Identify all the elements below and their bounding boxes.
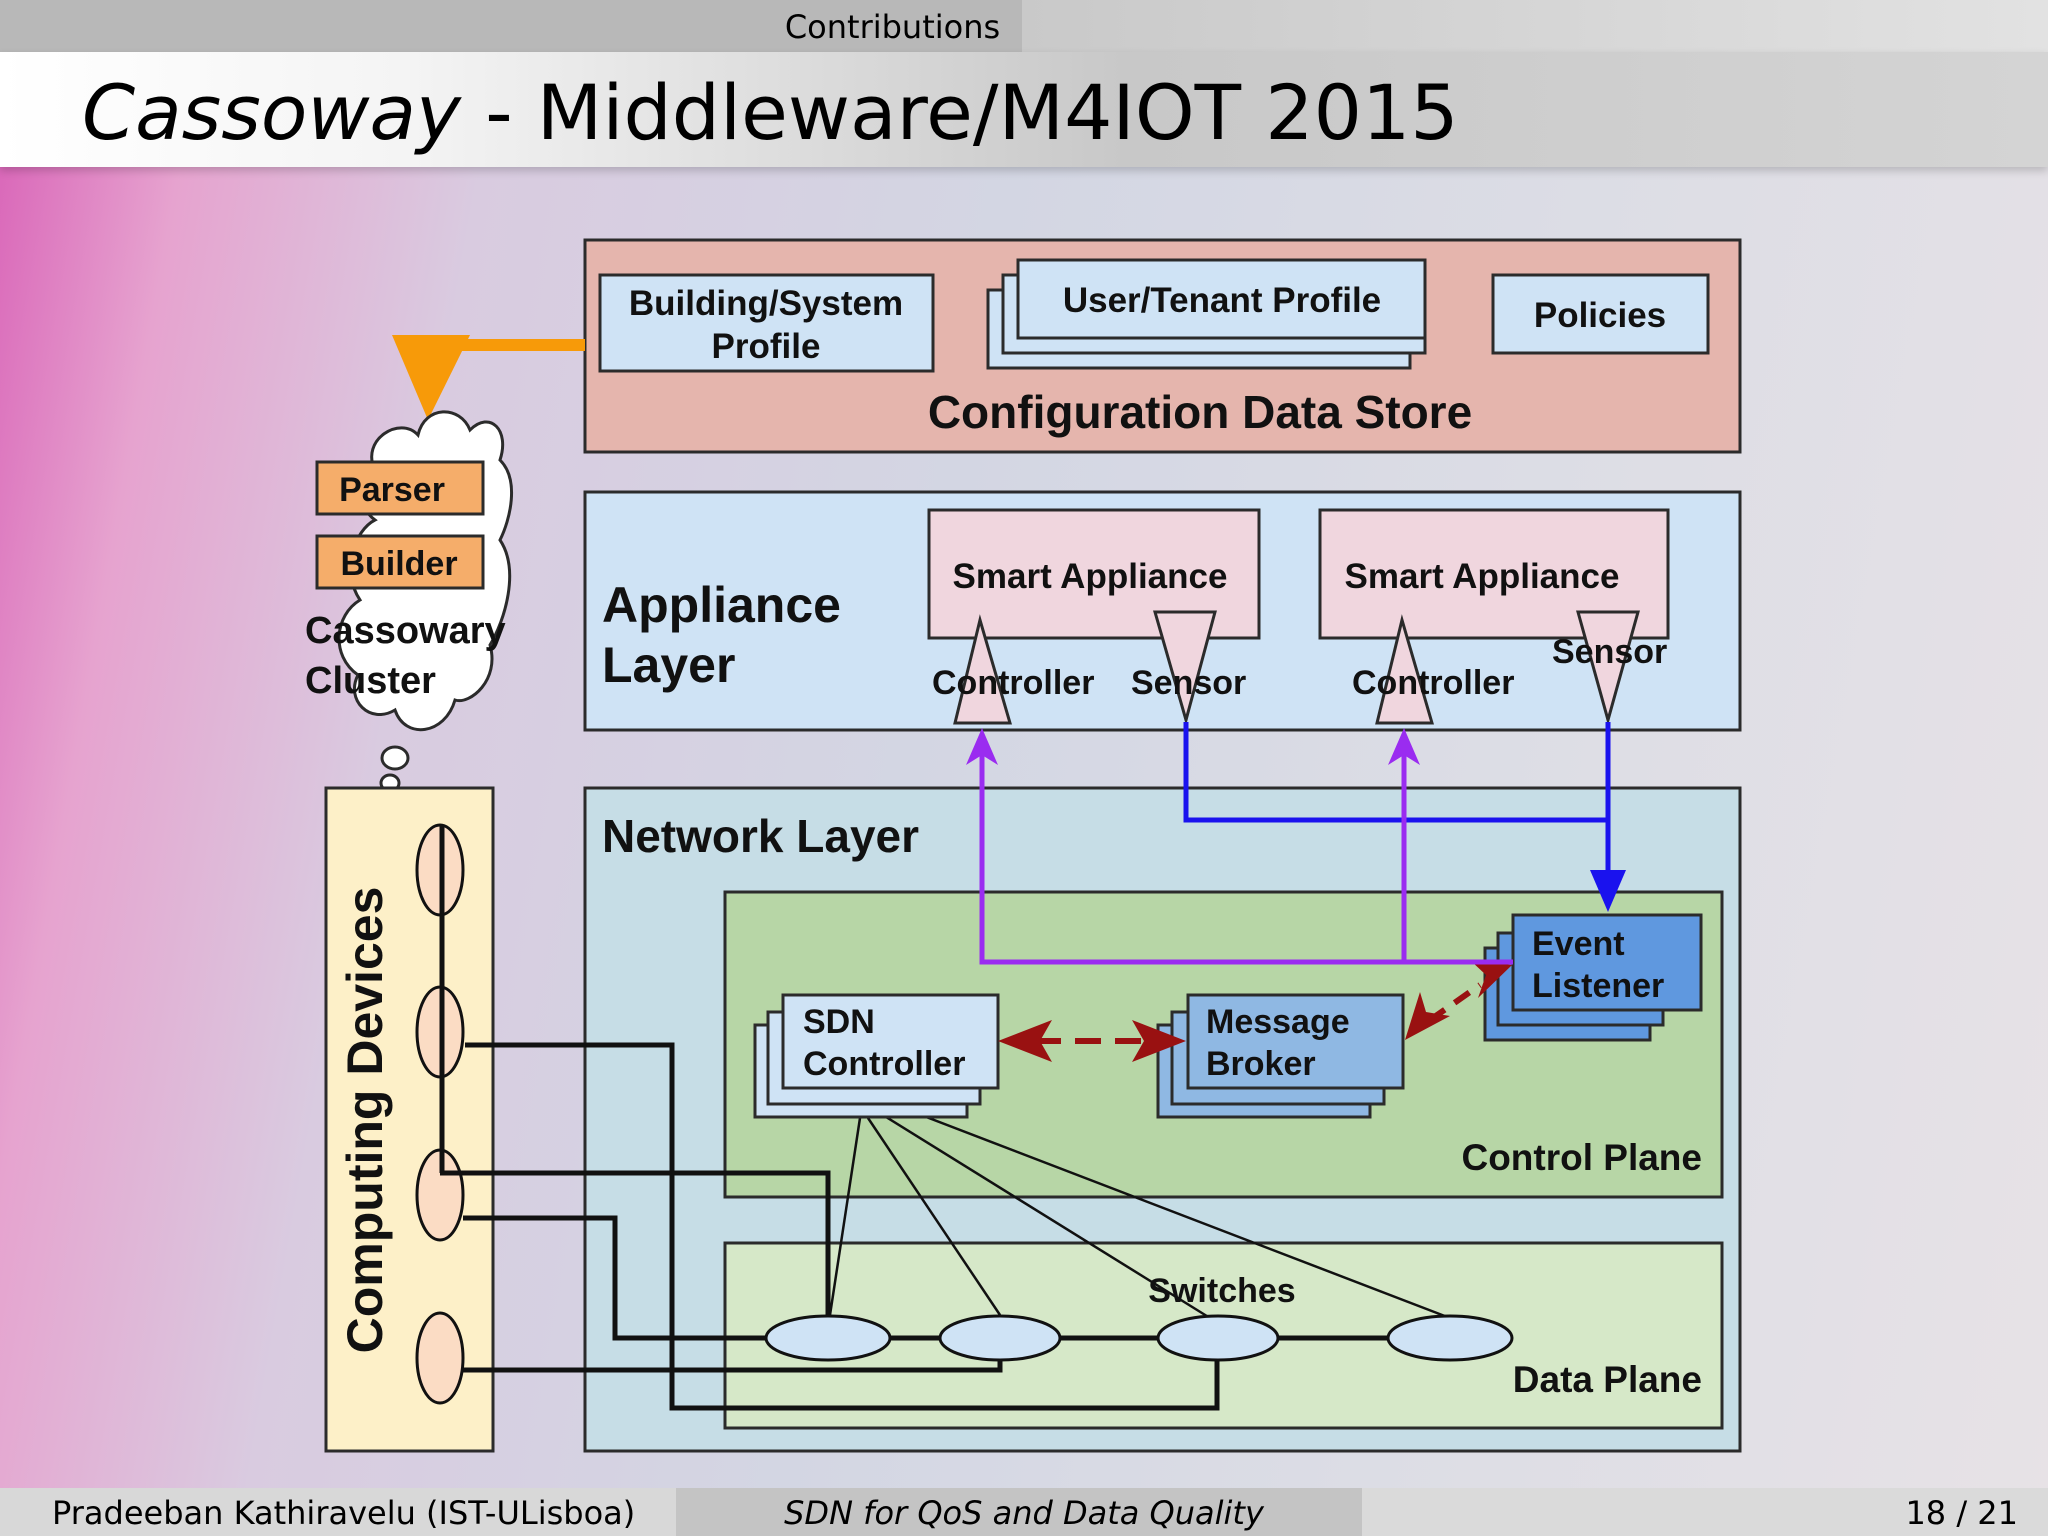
appliance-layer-label-1: Appliance (602, 577, 841, 633)
broker-controller-arrow (998, 1020, 1186, 1062)
slide-title-rest: - Middleware/M4IOT 2015 (461, 68, 1459, 157)
sdn-controller-label-1: SDN (803, 1003, 875, 1041)
broker-listener-arrow (1405, 960, 1512, 1040)
listener-controller-arrows (979, 745, 1513, 965)
switch-3 (1156, 1314, 1280, 1362)
network-layer: Network Layer Control Plane Data Plane (583, 786, 1742, 1453)
header-section-segment (0, 0, 1022, 52)
device-wires (439, 825, 1390, 1411)
controller-switch-links (828, 1103, 1451, 1320)
event-listener-label-1: Event (1532, 925, 1625, 963)
header-bar: Contributions (0, 0, 2048, 52)
switches: Switches (764, 1272, 1514, 1362)
parser-label: Parser (339, 471, 445, 509)
appliance-layer-label-2: Layer (602, 637, 735, 693)
footer-page-number: 18 / 21 (1905, 1494, 2018, 1532)
policies-label: Policies (1534, 296, 1666, 335)
control-plane-label: Control Plane (1461, 1137, 1702, 1178)
message-broker-label-1: Message (1206, 1003, 1350, 1041)
sensor-2-triangle (1576, 610, 1640, 726)
data-plane-label: Data Plane (1513, 1359, 1702, 1400)
switches-label: Switches (1148, 1272, 1295, 1310)
message-broker-label-2: Broker (1206, 1045, 1316, 1083)
smart-appliance-1-title: Smart Appliance (953, 557, 1228, 596)
policies-box (1491, 273, 1710, 355)
sensor-2-label: Sensor (1552, 633, 1667, 671)
config-store-label: Configuration Data Store (928, 386, 1472, 438)
computing-devices: Computing Devices (324, 786, 495, 1453)
builder-box (315, 534, 485, 590)
sensor-1-triangle (1153, 610, 1217, 726)
footer-bar: Pradeeban Kathiravelu (IST-ULisboa) SDN … (0, 1488, 2048, 1536)
smart-appliance-2-title: Smart Appliance (1345, 557, 1620, 596)
slide-title-italic: Cassoway (82, 68, 462, 157)
sdn-controller: SDN Controller (753, 993, 1000, 1119)
controller-2-triangle (1375, 614, 1434, 725)
orange-arrow-head (392, 335, 470, 420)
message-broker: Message Broker (1156, 993, 1405, 1119)
controller-1-label: Controller (932, 664, 1094, 702)
purple-arrow-head-1 (966, 728, 998, 765)
blue-arrow-head (1590, 870, 1626, 912)
slide-title: Cassoway - Middleware/M4IOT 2015 (82, 68, 1459, 157)
computing-devices-label: Computing Devices (337, 887, 393, 1354)
sdn-controller-label-2: Controller (803, 1045, 965, 1083)
building-profile-box (598, 273, 935, 373)
event-listener: Event Listener (1483, 913, 1703, 1042)
appliance-layer: Appliance Layer Smart Appliance Controll… (583, 490, 1742, 732)
sensor-listener-arrows (1183, 722, 1611, 880)
building-profile-label-2: Profile (712, 327, 821, 366)
network-layer-label: Network Layer (602, 810, 919, 862)
footer-author: Pradeeban Kathiravelu (IST-ULisboa) (52, 1494, 636, 1532)
switch-4 (1386, 1314, 1514, 1362)
user-profile-stack (986, 258, 1427, 370)
footer-talk-title: SDN for QoS and Data Quality (784, 1494, 1264, 1532)
controller-1-triangle (953, 614, 1012, 725)
sensor-1-label: Sensor (1131, 664, 1246, 702)
parser-box (315, 460, 485, 516)
configuration-data-store: Building/System Profile User/Tenant Prof… (583, 238, 1742, 454)
title-bar: Cassoway - Middleware/M4IOT 2015 (0, 52, 2048, 167)
switch-2 (938, 1314, 1062, 1362)
device-4 (415, 1311, 465, 1405)
builder-label: Builder (340, 545, 457, 583)
cassowary-cluster: Parser Builder Cassowary Cluster (305, 410, 514, 793)
cluster-label-1: Cassowary (305, 610, 506, 652)
building-profile-label-1: Building/System (629, 284, 903, 323)
event-listener-label-2: Listener (1532, 967, 1664, 1005)
switch-1 (764, 1314, 892, 1362)
section-title[interactable]: Contributions (784, 8, 1001, 46)
cluster-label-2: Cluster (305, 660, 436, 702)
purple-arrow-head-2 (1388, 728, 1420, 765)
user-profile-label: User/Tenant Profile (1063, 281, 1381, 320)
controller-2-label: Controller (1352, 664, 1514, 702)
orange-arrow (392, 335, 585, 420)
